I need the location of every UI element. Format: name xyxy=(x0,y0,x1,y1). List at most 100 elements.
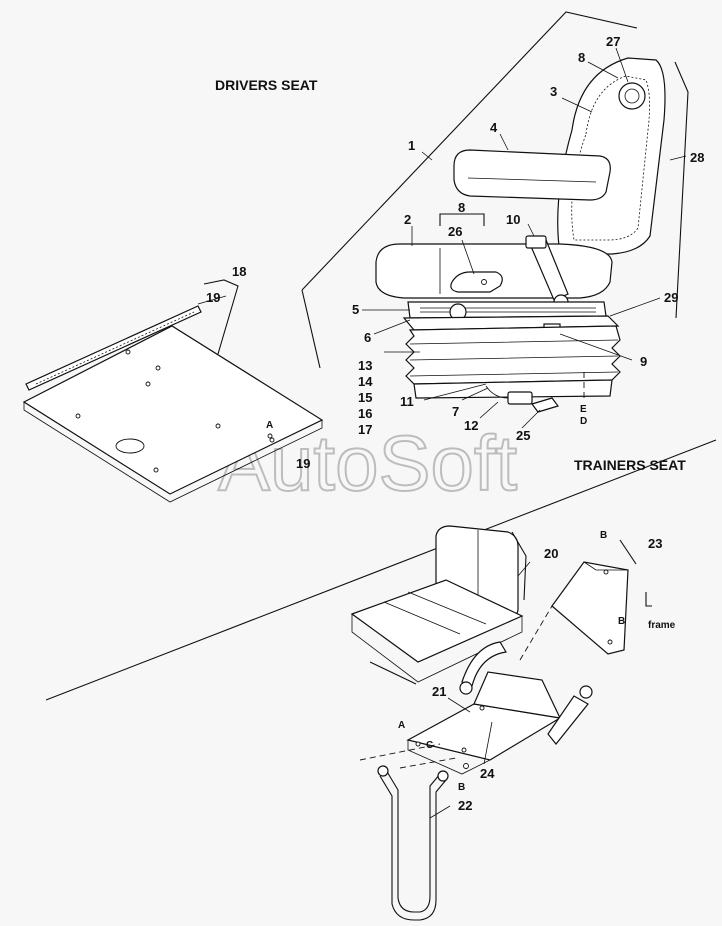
letter-e: E xyxy=(580,404,587,415)
leader-28 xyxy=(669,155,687,161)
leader-9 xyxy=(559,333,633,361)
frame-bracket xyxy=(645,592,652,607)
bracket-1-lower xyxy=(301,289,321,369)
leader-11 xyxy=(423,383,487,401)
callout-1: 1 xyxy=(408,138,415,153)
leader-4 xyxy=(499,133,509,151)
leader-19 xyxy=(197,295,227,305)
callout-15: 15 xyxy=(358,390,372,405)
callout-21: 21 xyxy=(432,684,446,699)
plate-hole xyxy=(75,413,81,419)
base-riser xyxy=(473,671,562,719)
leader-29 xyxy=(609,297,661,317)
suspension-base xyxy=(413,379,613,399)
armrest xyxy=(453,149,611,201)
callout-18: 18 xyxy=(232,264,246,279)
callout-9: 9 xyxy=(640,354,647,369)
callout-17: 17 xyxy=(358,422,372,437)
leader-lines xyxy=(197,47,687,819)
leader-24 xyxy=(483,721,493,765)
callout-10: 10 xyxy=(506,212,520,227)
align-line xyxy=(399,757,457,769)
callout-3: 3 xyxy=(550,84,557,99)
plate-hole xyxy=(153,467,159,473)
retaining-clip xyxy=(531,397,559,413)
cushion-baseline xyxy=(369,661,417,685)
backrest-stitching xyxy=(571,75,650,241)
side-bracket-fold xyxy=(583,561,628,571)
bracket-28 xyxy=(674,61,689,319)
base-hole-b xyxy=(463,763,469,769)
callout-8-top: 8 xyxy=(578,50,585,65)
drivers-seat-assembly xyxy=(301,11,689,413)
reference-letters: A E D B B frame A C B xyxy=(266,404,676,793)
trainers-seat-assembly xyxy=(350,525,652,921)
letter-b-bracket-top: B xyxy=(600,530,607,541)
wiring-connector xyxy=(507,391,533,405)
base-hole xyxy=(479,705,485,711)
callout-16: 16 xyxy=(358,406,372,421)
callout-2: 2 xyxy=(404,212,411,227)
plate-hole xyxy=(145,381,151,387)
right-belt-anchor xyxy=(579,685,593,699)
callout-22: 22 xyxy=(458,798,472,813)
callout-12: 12 xyxy=(464,418,478,433)
cushion-seams xyxy=(383,591,487,635)
left-belt xyxy=(461,641,507,687)
plate-point-a xyxy=(267,433,273,439)
plate-hole xyxy=(269,437,275,443)
leader-27 xyxy=(615,47,629,83)
frame-label: frame xyxy=(648,620,676,631)
tube-end xyxy=(377,765,389,777)
callout-14: 14 xyxy=(358,374,373,389)
callout-27: 27 xyxy=(606,34,620,49)
bracket-18 xyxy=(203,279,239,355)
callout-19-strip: 19 xyxy=(206,290,220,305)
callout-19-plate: 19 xyxy=(296,456,310,471)
callout-29: 29 xyxy=(664,290,678,305)
callout-20: 20 xyxy=(544,546,558,561)
bellows-folds xyxy=(409,339,619,377)
right-belt xyxy=(547,695,589,745)
headrest-knob xyxy=(618,82,646,110)
leader-22 xyxy=(429,805,451,819)
plate-hole xyxy=(215,423,221,429)
left-belt-anchor xyxy=(459,681,473,695)
letter-a-base: A xyxy=(398,720,405,731)
callout-13: 13 xyxy=(358,358,372,373)
leader-3 xyxy=(561,97,593,113)
leader-21 xyxy=(447,697,471,713)
callout-8-lower: 8 xyxy=(458,200,465,215)
side-bracket xyxy=(551,561,629,655)
leader-6 xyxy=(373,319,411,335)
armrest-seam xyxy=(467,177,597,183)
leader-25 xyxy=(521,409,541,429)
letter-a-plate: A xyxy=(266,420,273,431)
bracket-1-upper xyxy=(301,11,638,291)
adjuster-lever xyxy=(450,271,503,293)
letter-b-base: B xyxy=(458,782,465,793)
floor-plate-cutout xyxy=(115,438,145,454)
letter-c-base: C xyxy=(426,740,433,751)
callout-28: 28 xyxy=(690,150,704,165)
headrest-knob-center xyxy=(624,88,640,104)
trainers-seat-heading: TRAINERS SEAT xyxy=(574,457,686,473)
plate-hole xyxy=(125,349,131,355)
leader-7 xyxy=(461,387,489,401)
callout-4: 4 xyxy=(490,120,498,135)
section-divider-line xyxy=(45,439,717,701)
callout-23: 23 xyxy=(648,536,662,551)
callout-26: 26 xyxy=(448,224,462,239)
callout-25: 25 xyxy=(516,428,530,443)
bracket-8-lower xyxy=(439,213,485,226)
leader-8 xyxy=(587,61,619,79)
leader-20 xyxy=(517,561,531,577)
base-hole xyxy=(461,747,467,753)
letter-d: D xyxy=(580,416,587,427)
callout-5: 5 xyxy=(352,302,359,317)
base-hole xyxy=(415,741,421,747)
tube-end xyxy=(437,770,449,782)
align-line xyxy=(519,605,553,661)
